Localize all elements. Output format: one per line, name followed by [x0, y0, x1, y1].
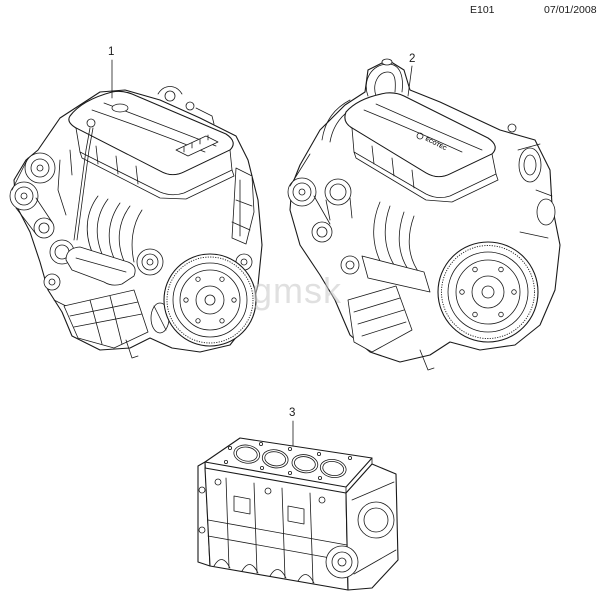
callout-3-number: 3 [289, 407, 295, 419]
engine-2-flywheel [437, 241, 539, 343]
engine-1-intake-manifold [65, 195, 143, 286]
engine-assembly-2-drawing: ECOTEC [287, 58, 561, 371]
engine-1-right-side-details [231, 167, 255, 271]
engine-2-front-accessories [287, 153, 360, 275]
block-right-end-details [351, 481, 397, 575]
engine-1-oil-pan [63, 289, 149, 359]
block-cylinder-bores [223, 441, 352, 480]
engine-assembly-1-drawing [9, 86, 263, 359]
callout-2-number: 2 [409, 53, 415, 65]
engine-1-starter [150, 302, 170, 334]
engine-2-cam-cover: ECOTEC [344, 92, 499, 203]
engine-1-oil-filter [136, 248, 164, 276]
engine-1-flywheel [163, 253, 257, 347]
diagram-date: 07/01/2008 [544, 4, 597, 16]
engine-2-coolant-hose [321, 58, 403, 143]
engine-block-3-drawing [197, 437, 399, 591]
watermark: gmsk [252, 270, 342, 311]
diagram-code: E101 [470, 4, 495, 16]
callout-1: 1 [108, 46, 114, 99]
callout-2: 2 [407, 53, 415, 97]
engine-2-intake-manifold [361, 201, 431, 293]
block-rear-crank-flange [325, 545, 359, 579]
callout-1-number: 1 [108, 46, 114, 58]
engine-1-dipstick [73, 118, 96, 241]
engine-1-cam-cover [68, 90, 235, 200]
callout-2-leader [407, 65, 413, 97]
callout-3: 3 [289, 407, 295, 447]
block-front-face-details [207, 477, 348, 584]
engine-2-right-side-details [507, 123, 556, 239]
engine-1-top-sensors [157, 86, 215, 125]
engine-2-exhaust-manifold [347, 285, 435, 371]
